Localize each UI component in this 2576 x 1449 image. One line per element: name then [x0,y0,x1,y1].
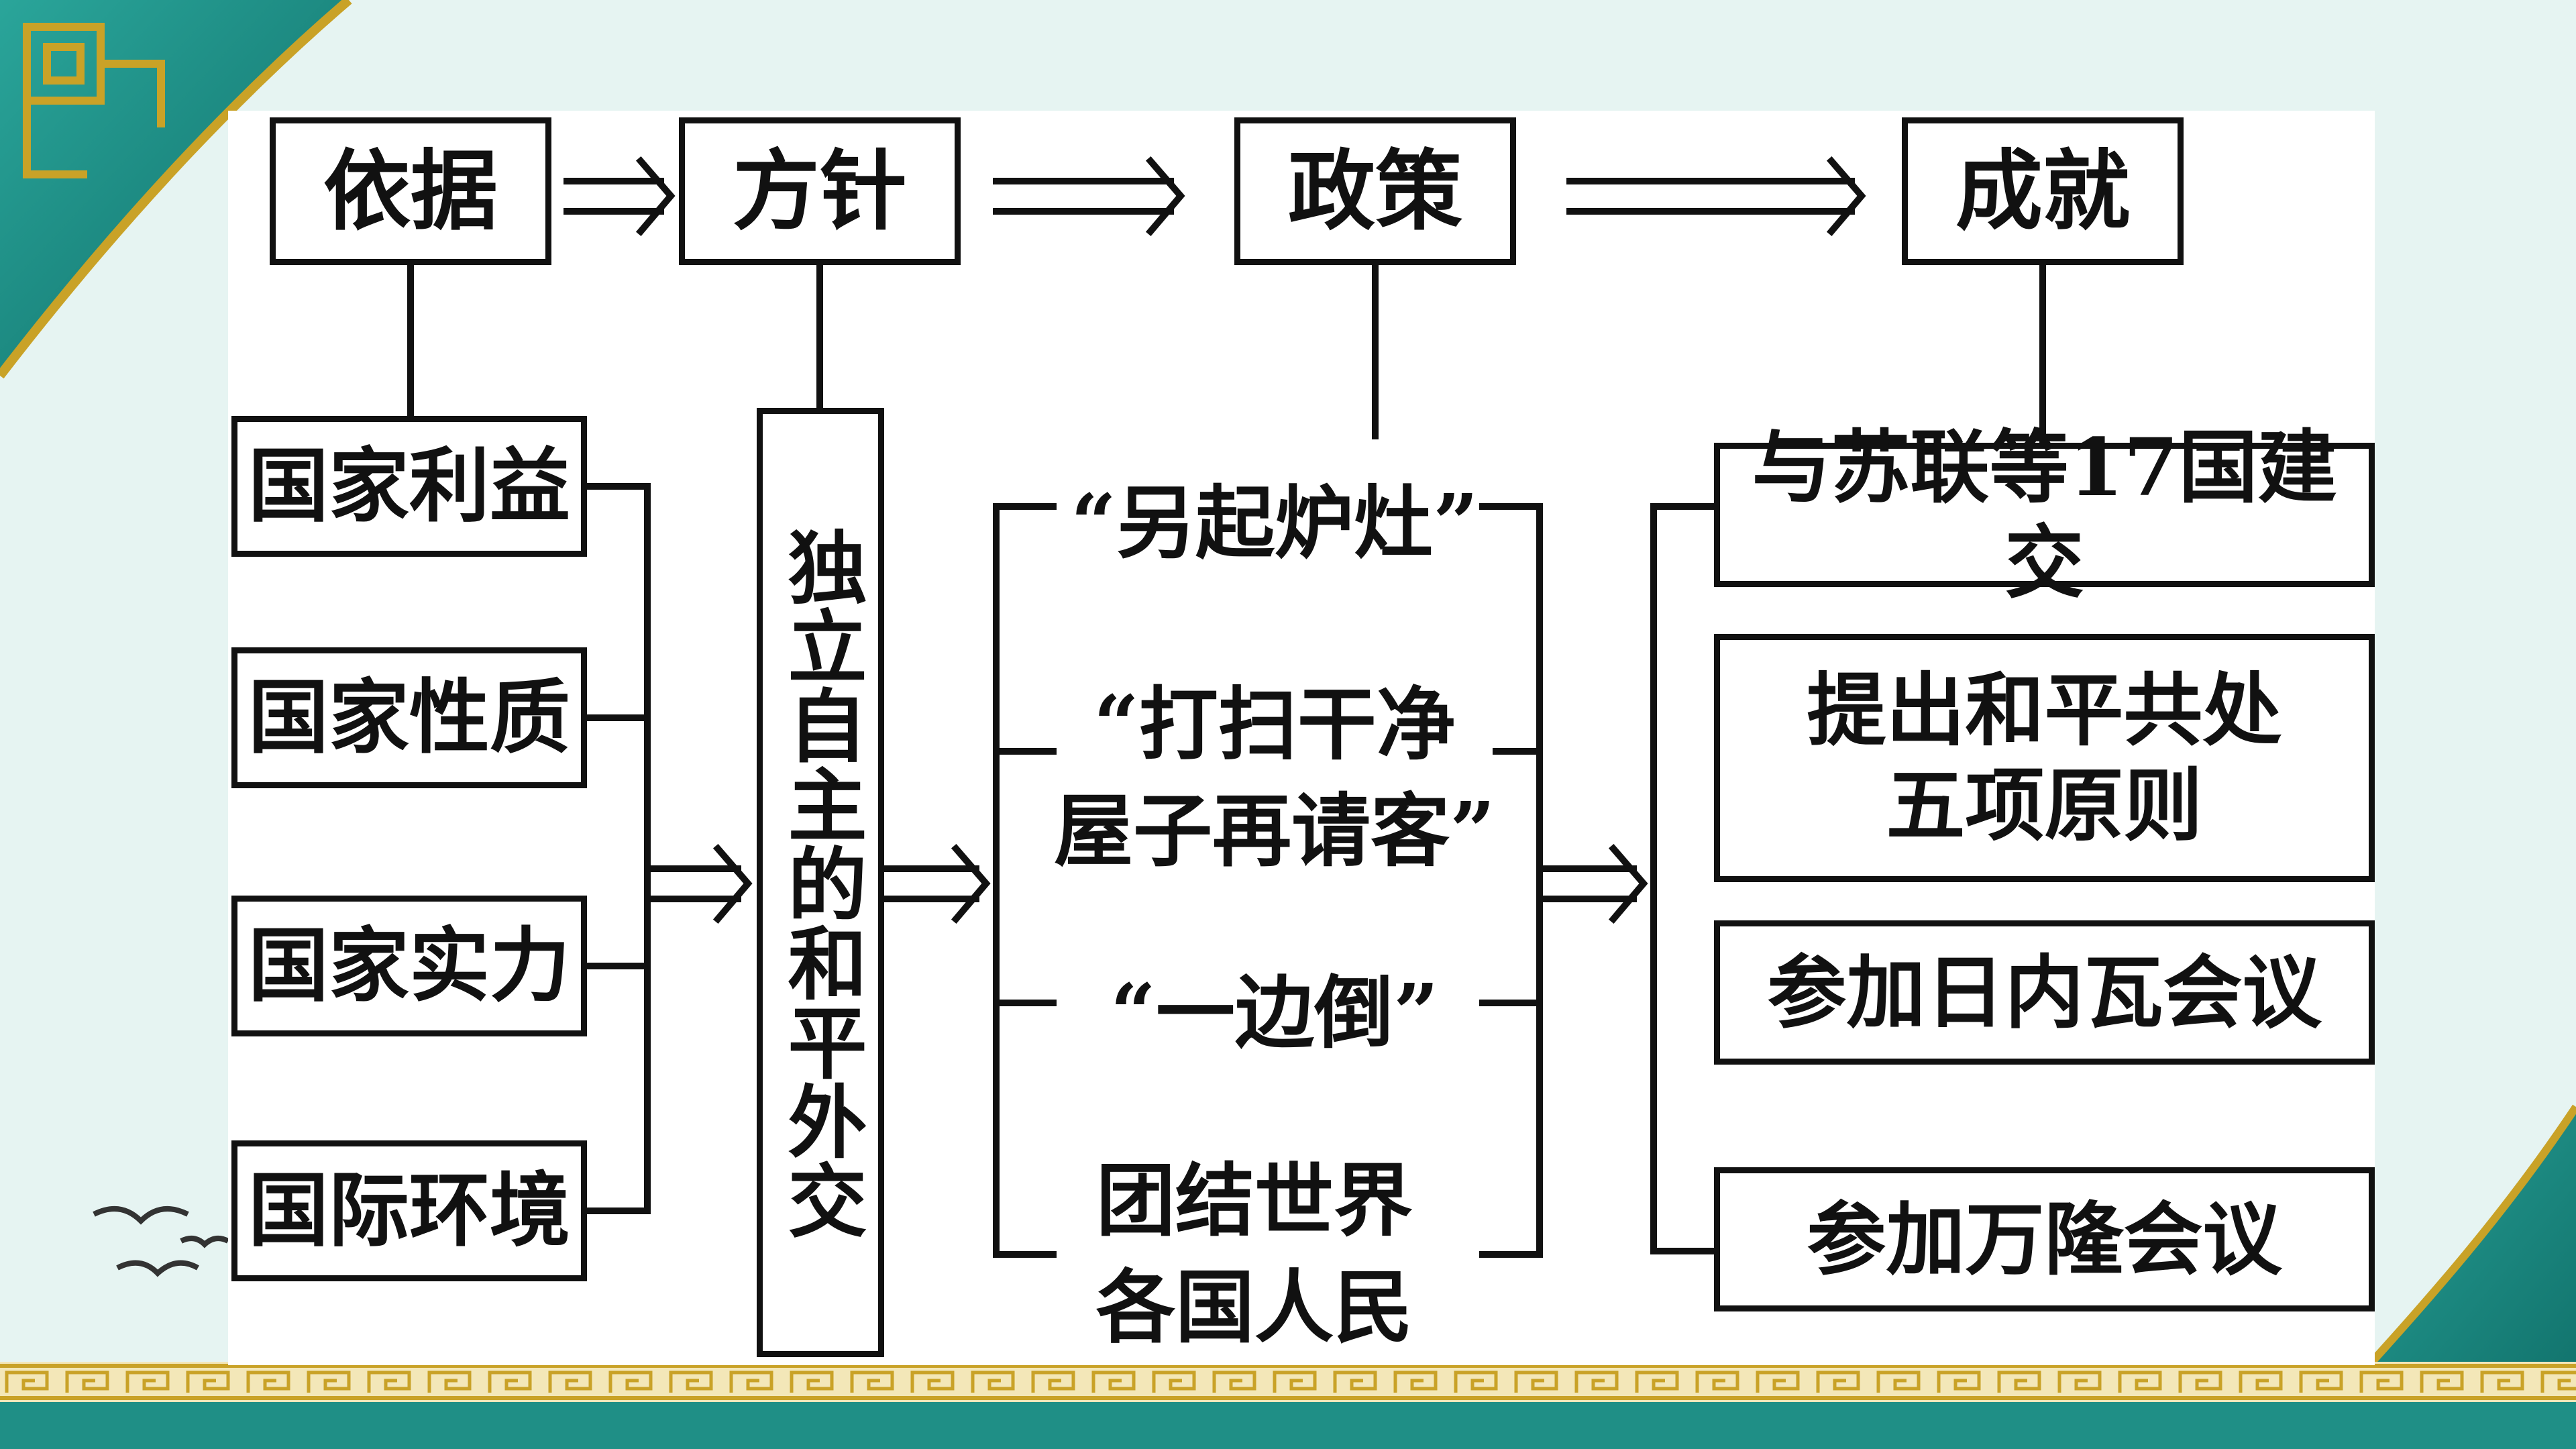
key-pattern-unit [669,1371,713,1393]
key-pattern-unit [5,1371,49,1393]
key-pattern-unit [2420,1371,2464,1393]
key-pattern-unit [1695,1371,1739,1393]
key-pattern-unit [1574,1371,1619,1393]
key-pattern-unit [2299,1371,2343,1393]
key-pattern-unit [186,1371,230,1393]
key-pattern-unit [367,1371,411,1393]
key-pattern-unit [2239,1371,2283,1393]
corner-ornament-top-left [0,0,349,376]
key-pattern-unit [1031,1371,1075,1393]
key-pattern-unit [1212,1371,1256,1393]
key-pattern-unit [608,1371,653,1393]
key-pattern-unit [246,1371,290,1393]
key-pattern-unit [427,1371,472,1393]
key-pattern-unit [2178,1371,2222,1393]
key-pattern-unit [1273,1371,1317,1393]
basis-item: 国家实力 [231,896,587,1036]
basis-item: 国家利益 [231,416,587,557]
key-pattern-unit [1393,1371,1438,1393]
key-pattern-unit [65,1371,109,1393]
policy-item: “另起炉灶” [1071,476,1479,570]
birds-decoration [93,1206,229,1277]
key-pattern-unit [2480,1371,2524,1393]
key-pattern-unit [729,1371,773,1393]
header-guideline: 方针 [679,117,961,265]
key-pattern-unit [2057,1371,2102,1393]
key-pattern-unit [910,1371,955,1393]
policy-item: “一边倒” [1110,966,1439,1059]
basis-item: 国际环境 [231,1140,587,1281]
key-pattern-unit [1937,1371,1981,1393]
key-pattern-unit [2359,1371,2404,1393]
key-pattern-unit [1454,1371,1498,1393]
basis-item: 国家性质 [231,647,587,788]
achievement-item: 参加万隆会议 [1714,1167,2375,1311]
header-achievement: 成就 [1902,117,2184,265]
key-pattern-unit [2118,1371,2162,1393]
principle-box: 独立自主的和平外交 [757,408,884,1357]
key-pattern-unit [790,1371,834,1393]
achievement-item: 提出和平共处 五项原则 [1714,634,2375,882]
key-pattern-unit [488,1371,532,1393]
key-pattern-unit [1816,1371,1860,1393]
key-pattern-unit [1756,1371,1800,1393]
header-basis: 依据 [270,117,551,265]
key-pattern-unit [548,1371,592,1393]
policy-item: 团结世界 各国人民 [1095,1154,1413,1354]
achievement-item: 参加日内瓦会议 [1714,920,2375,1065]
key-pattern-unit [1635,1371,1679,1393]
key-pattern-unit [1997,1371,2041,1393]
header-policy: 政策 [1234,117,1516,265]
key-pattern-unit [1876,1371,1921,1393]
key-pattern-unit [1091,1371,1136,1393]
achievement-item: 与苏联等17国建交 [1714,421,2375,609]
key-pattern-unit [971,1371,1015,1393]
policy-item: “打扫干净 屋子再请客” [1054,678,1495,878]
key-pattern-unit [850,1371,894,1393]
key-pattern-unit [1152,1371,1196,1393]
key-pattern-unit [125,1371,170,1393]
key-pattern-unit [307,1371,351,1393]
key-pattern-unit [1333,1371,1377,1393]
key-pattern-unit [1514,1371,1558,1393]
key-pattern-unit [2540,1371,2576,1393]
